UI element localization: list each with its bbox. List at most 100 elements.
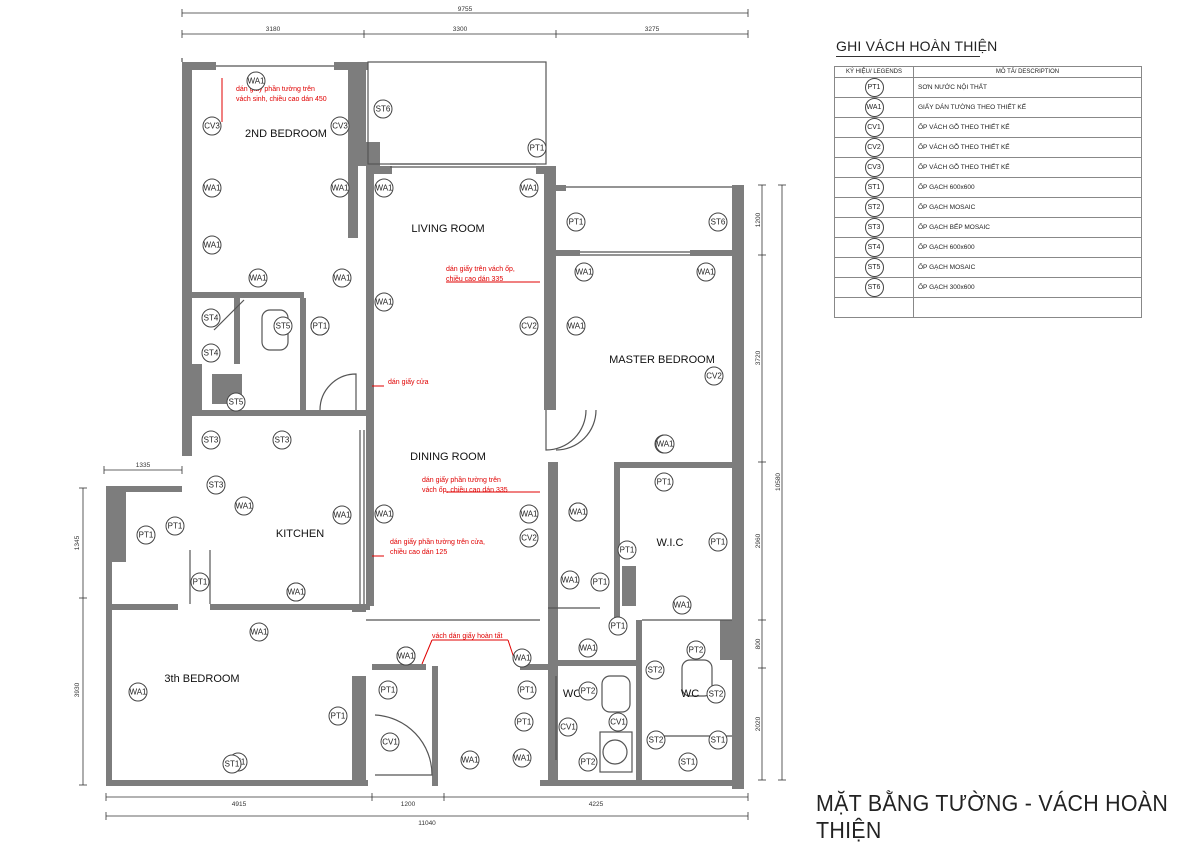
- finish-tag-code: PT1: [593, 578, 608, 587]
- finish-tag: WA1: [374, 178, 394, 198]
- finish-tag-code: WA1: [250, 628, 268, 637]
- finish-tag-circle: [512, 748, 532, 768]
- dim-bottom-3: 4225: [589, 801, 604, 808]
- legend-symbol: WA1: [864, 98, 884, 117]
- finish-tag-code: PT1: [313, 322, 328, 331]
- finish-tag-code: ST5: [276, 322, 291, 331]
- note-2nd-bedroom-1: dán giấy phần tường trên: [236, 84, 315, 93]
- finish-tag-code: ST5: [229, 398, 244, 407]
- dim-bottom-total: 11040: [418, 820, 436, 827]
- room-3rd-bedroom: 3th BEDROOM: [164, 673, 239, 685]
- finish-tag-code: PT1: [139, 531, 154, 540]
- finish-tag-circle: [246, 71, 266, 91]
- note-dining-3: dán giấy phần tường trên cửa,: [390, 537, 485, 546]
- finish-tag: PT1: [514, 712, 534, 732]
- finish-tag-circle: [590, 572, 610, 592]
- finish-tag: CV3: [330, 116, 350, 136]
- finish-tag: PT1: [527, 138, 547, 158]
- finish-tag-circle: [608, 616, 628, 636]
- finish-tag: PT1: [165, 516, 185, 536]
- finish-tag: PT2: [686, 640, 706, 660]
- note-2nd-bedroom-2: vách sinh, chiều cao dán 450: [236, 94, 327, 103]
- legend-symbol-cell: ST5: [834, 257, 914, 278]
- finish-tag: PT1: [136, 525, 156, 545]
- finish-tag-code: PT2: [581, 758, 596, 767]
- finish-tag: PT1: [590, 572, 610, 592]
- finish-tag-circle: [568, 502, 588, 522]
- finish-tag: WA1: [568, 502, 588, 522]
- room-wic: W.I.C: [657, 537, 684, 549]
- finish-tag: WA1: [202, 178, 222, 198]
- finish-tag-code: PT1: [168, 522, 183, 531]
- finish-tag: ST5: [226, 392, 246, 412]
- finish-tag-code: PT1: [381, 686, 396, 695]
- dim-bottom-1: 4915: [232, 801, 247, 808]
- legend-symbol-cell: ST3: [834, 217, 914, 238]
- finish-tag-code: WA1: [520, 184, 538, 193]
- legend-symbol: ST1: [864, 178, 884, 197]
- finish-tag: WA1: [512, 648, 532, 668]
- finish-tag: ST4: [201, 308, 221, 328]
- legend-symbol: ST5: [864, 258, 884, 277]
- finish-tag-circle: [201, 430, 221, 450]
- finish-tag-code: WA1: [129, 688, 147, 697]
- finish-tag: WA1: [202, 235, 222, 255]
- finish-tag-circle: [706, 684, 726, 704]
- note-dining-1: dán giấy phần tường trên: [422, 475, 501, 484]
- finish-tag: WA1: [374, 504, 394, 524]
- finish-tag: ST2: [706, 684, 726, 704]
- finish-tag: WA1: [246, 71, 266, 91]
- finish-tag-code: ST4: [204, 314, 219, 323]
- finish-tag-circle: [310, 316, 330, 336]
- finish-tag-code: PT1: [620, 546, 635, 555]
- finish-tag: ST4: [201, 343, 221, 363]
- legend-title: GHI VÁCH HOÀN THIỆN: [836, 38, 998, 54]
- finish-tag-circle: [655, 434, 675, 454]
- finish-tag-circle: [222, 754, 242, 774]
- finish-tag-code: WA1: [375, 184, 393, 193]
- dim-top-2: 3300: [453, 26, 468, 33]
- finish-tag-circle: [201, 308, 221, 328]
- dim-left-1: 1345: [74, 535, 81, 550]
- dim-left-2: 3930: [74, 682, 81, 697]
- finish-tag: CV1: [558, 717, 578, 737]
- finish-tag: WA1: [330, 178, 350, 198]
- room-master-bedroom: MASTER BEDROOM: [609, 354, 715, 366]
- finish-tag: WA1: [396, 646, 416, 666]
- finish-tag: WA1: [460, 750, 480, 770]
- legend-col-description: MÔ TẢ/ DESCRIPTION: [913, 66, 1142, 78]
- finish-tag-code: PT2: [581, 687, 596, 696]
- finish-tag-circle: [396, 646, 416, 666]
- finish-tag: WA1: [249, 622, 269, 642]
- finish-tag-code: CV3: [204, 122, 220, 131]
- finish-tag-circle: [234, 496, 254, 516]
- finish-tag: WA1: [519, 178, 539, 198]
- finish-tag-circle: [578, 638, 598, 658]
- legend-description: ỐP GẠCH 300x600: [913, 277, 1142, 298]
- finish-tag-circle: [519, 504, 539, 524]
- legend-description: ỐP VÁCH GỖ THEO THIẾT KẾ: [913, 137, 1142, 158]
- finish-tag: PT1: [517, 680, 537, 700]
- finish-tag-circle: [704, 366, 724, 386]
- finish-tag-circle: [128, 682, 148, 702]
- finish-tag: WA1: [560, 570, 580, 590]
- finish-tag-circle: [272, 430, 292, 450]
- dim-right-2: 3720: [755, 350, 762, 365]
- finish-tag: WA1: [519, 504, 539, 524]
- legend-symbol: ST4: [864, 238, 884, 257]
- finish-tag-circle: [328, 706, 348, 726]
- finish-tag: CV2: [519, 316, 539, 336]
- finish-tag-circle: [696, 262, 716, 282]
- legend-symbol-cell: CV2: [834, 137, 914, 158]
- dim-left-small: 1335: [136, 462, 151, 469]
- finish-tag: PT1: [617, 540, 637, 560]
- finish-tag-code: ST1: [711, 736, 726, 745]
- finish-tag: ST1: [222, 754, 242, 774]
- dim-top-1: 3180: [266, 26, 281, 33]
